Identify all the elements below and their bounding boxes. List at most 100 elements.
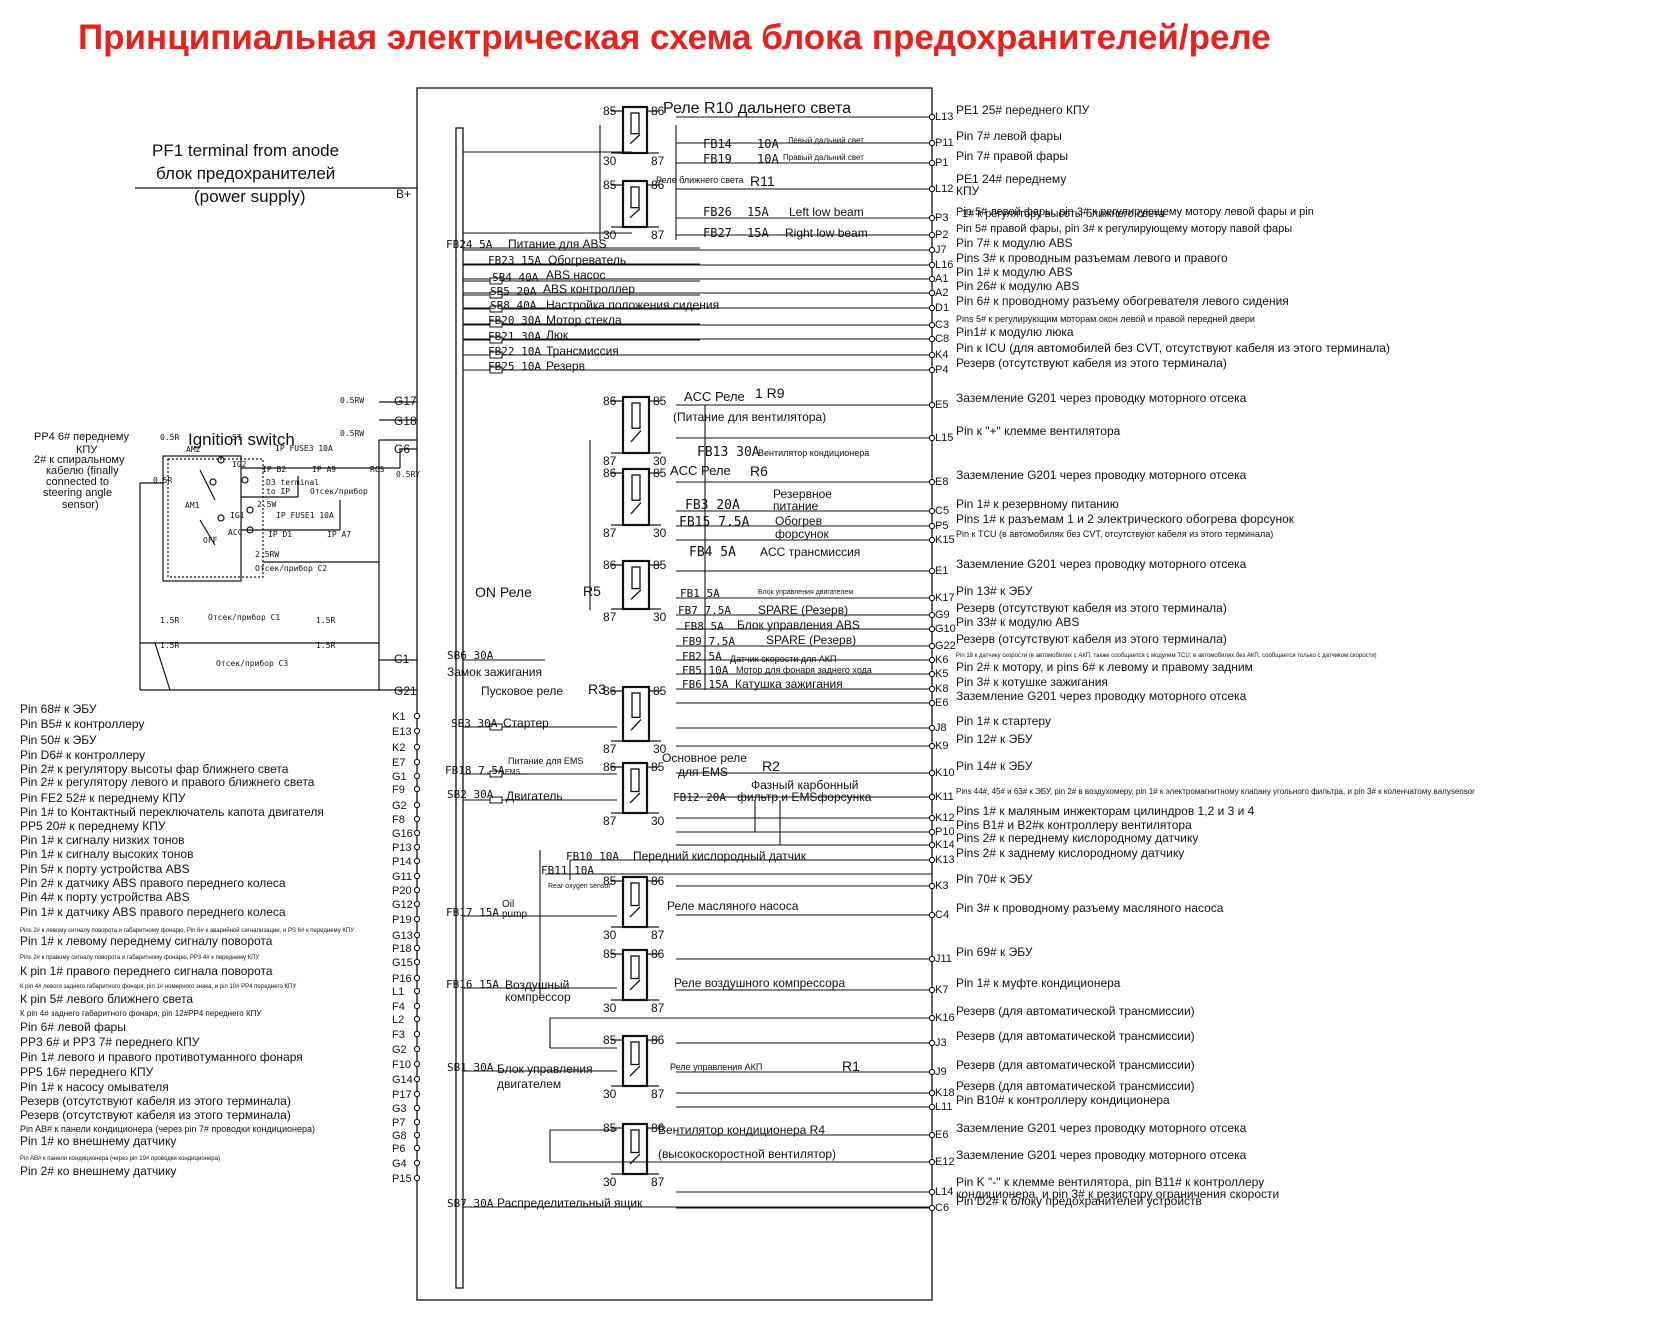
terminal-pin: K13 [935, 854, 955, 866]
component-label: Замок зажигания [447, 665, 542, 679]
component-label: 15A [747, 226, 769, 240]
terminal-pin: L15 [935, 432, 953, 444]
terminal-pin: G16 [392, 828, 413, 840]
fuse-icon [489, 305, 503, 313]
terminal-pin: G8 [392, 1130, 407, 1142]
component-label: R1 [842, 1058, 860, 1074]
terminal-destination: Pin 1# to Контактный переключатель капот… [20, 805, 324, 819]
terminal-destination: Pin B10# к контроллеру кондиционера [956, 1093, 1170, 1107]
component-label: ABS насос [546, 268, 605, 282]
terminal-destination: Pin 69# к ЭБУ [956, 945, 1033, 959]
terminal-destination: Pin 5# к порту устройства ABS [20, 862, 190, 876]
component-label: (Питание для вентилятора) [673, 410, 826, 424]
component-label: SB6 30A [447, 649, 494, 662]
relay-pin-label: 87 [603, 742, 617, 756]
terminal-destination: Заземление G201 через проводку моторного… [956, 689, 1247, 703]
source-line-2: блок предохранителей [156, 164, 335, 183]
relay-pin-label: 87 [651, 928, 665, 942]
terminal-pin: G2 [392, 800, 407, 812]
terminal-destination: Pin 5# левой фары, pin 3# к регулирующем… [956, 206, 1314, 218]
terminal-pin: J3 [935, 1037, 947, 1049]
terminal-pin: E12 [935, 1156, 955, 1168]
terminal-destination: Резерв (отсутствуют кабеля из этого терм… [956, 632, 1227, 646]
component-label: фильтр и EMSфорсунка [737, 790, 872, 804]
component-label: 10A [757, 137, 779, 151]
ignition-label: 0.5RW [340, 429, 364, 438]
ignition-label: Отсек/прибор С3 [216, 658, 288, 668]
component-label: Трансмиссия [546, 344, 619, 358]
relay-pin-label: 86 [603, 558, 617, 572]
connector-pin-g17: G17 [394, 394, 417, 408]
ignition-label: ST [232, 433, 242, 442]
terminal-pin: E8 [935, 476, 948, 488]
terminal-destination: Pin 7# левой фары [956, 129, 1062, 143]
terminal-pin: J8 [935, 722, 947, 734]
component-label: Вентилятор кондиционера R4 [658, 1123, 825, 1137]
power-bus [455, 127, 464, 1289]
terminal-destination: Резерв (для автоматической трансмиссии) [956, 1029, 1195, 1043]
relay-pin-label: 85 [653, 558, 667, 572]
component-label: SPARE (Резерв) [758, 603, 848, 617]
component-label: FB4 5A [689, 545, 736, 560]
component-label: Реле управления АКП [670, 1062, 762, 1072]
terminal-pin: K18 [935, 1087, 955, 1099]
terminal-destination: Pins 2# к правому сигналу поворота и габ… [20, 955, 260, 961]
component-label: питание [773, 499, 819, 513]
terminal-destination: Заземление G201 через проводку моторного… [956, 1148, 1247, 1162]
terminal-pin: E13 [392, 726, 412, 738]
relay-pin-label: 85 [603, 1033, 617, 1047]
relay-pin-label: 30 [603, 1087, 617, 1101]
component-label: FB12 20A [673, 791, 726, 804]
component-label: SB8 40A [490, 299, 537, 312]
terminal-destination: Резерв (для автоматической трансмиссии) [956, 1004, 1195, 1018]
terminal-destination: Pins 5# к регулирующим моторам окон лево… [956, 314, 1255, 324]
terminal-destination: К pin 1# правого переднего сигнала повор… [20, 964, 273, 978]
terminal-pin: K11 [935, 791, 954, 803]
ignition-label: Отсек/прибор С2 [255, 563, 327, 573]
connector-pin-c1: C1 [394, 652, 410, 666]
fuse-icon [489, 796, 503, 804]
terminal-pin: G1 [392, 771, 407, 783]
terminal-destination: Pin 7# правой фары [956, 149, 1068, 163]
terminal-destination: Pin 70# к ЭБУ [956, 872, 1033, 886]
terminal-destination: Pin к ICU (для автомобилей без CVT, отсу… [956, 341, 1390, 355]
terminal-pin: K9 [935, 740, 948, 752]
component-label: FB6 15A [682, 678, 729, 691]
component-label: двигателем [497, 1077, 561, 1091]
ignition-label: ACC [228, 528, 243, 537]
fuse-icon [489, 291, 503, 299]
component-label: Двигатель [506, 789, 563, 803]
terminal-pin: P19 [392, 914, 412, 926]
component-label: Реле ближнего света [656, 175, 744, 185]
component-label: ACC Реле [684, 389, 745, 404]
terminal-pin: G10 [935, 623, 956, 635]
pp4-note-line: sensor) [62, 499, 99, 511]
ignition-switch-box [162, 455, 242, 582]
component-label: SB2 30A [447, 788, 494, 801]
ignition-label: 1.5R [316, 616, 335, 625]
